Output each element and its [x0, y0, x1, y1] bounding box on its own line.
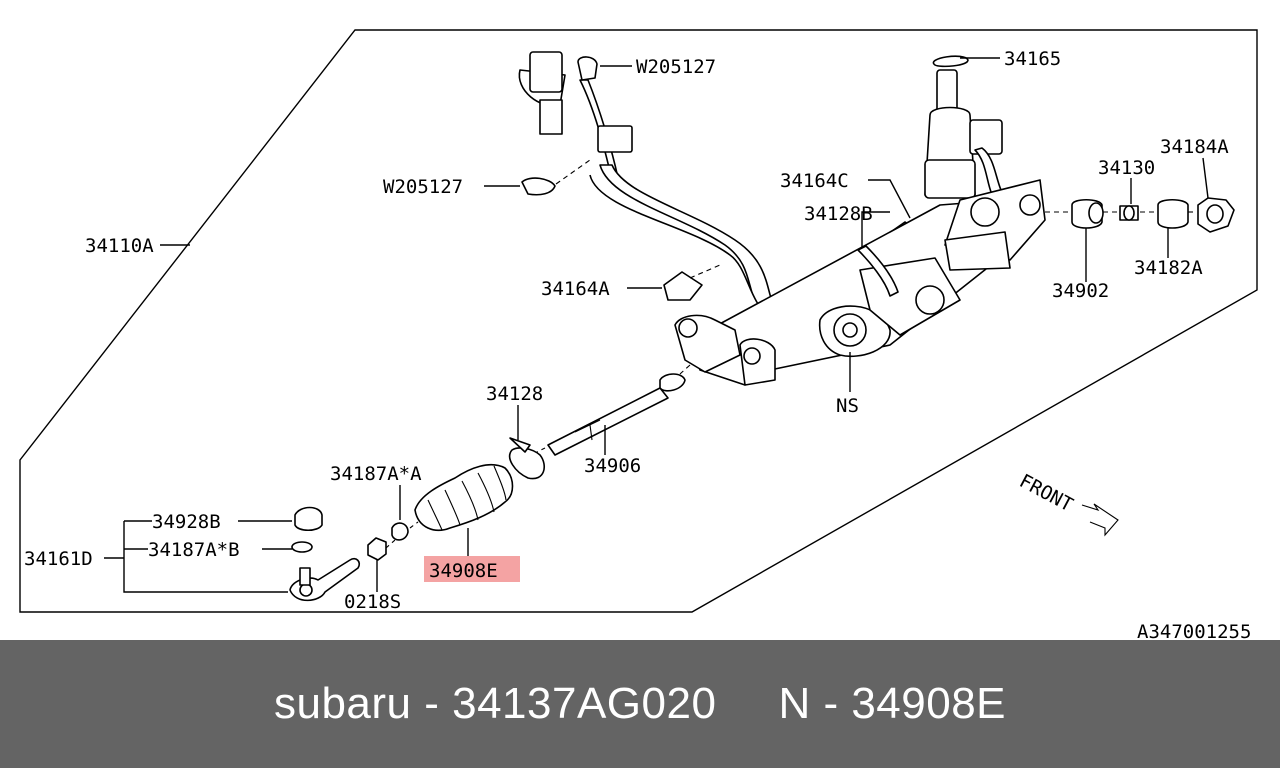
- label-34164A: 34164A: [541, 278, 610, 300]
- label-34928B: 34928B: [152, 511, 221, 533]
- rack-housing: [674, 199, 1011, 386]
- steering-rack-diagram: FRONT 34165 W205127 W205127 34164C 34184…: [19, 29, 1258, 643]
- label-w205127-mid: W205127: [383, 176, 463, 198]
- label-34187A-B: 34187A*B: [148, 539, 240, 561]
- right-small-parts: [1045, 197, 1235, 233]
- pinion-housing: [924, 55, 1046, 271]
- label-34110A: 34110A: [85, 235, 154, 257]
- footer-diagram-reference: N - 34908E: [778, 679, 1007, 728]
- highlight-box: [424, 556, 520, 582]
- label-34182A: 34182A: [1134, 257, 1203, 279]
- label-34906: 34906: [584, 455, 641, 477]
- leader-lines: [104, 57, 1209, 593]
- label-34902: 34902: [1052, 280, 1109, 302]
- clamp-34164A: [663, 271, 703, 301]
- label-ns: NS: [836, 395, 859, 417]
- label-w205127-top: W205127: [636, 56, 716, 78]
- label-34164C: 34164C: [780, 170, 849, 192]
- clips: [521, 56, 598, 196]
- label-34161D: 34161D: [24, 548, 93, 570]
- front-label: FRONT: [1016, 470, 1077, 516]
- footer-part-number: subaru - 34137AG020: [273, 679, 717, 728]
- tie-rod-assembly: [289, 364, 691, 602]
- label-34130: 34130: [1098, 157, 1155, 179]
- diagram-ref-code: A347001255: [1137, 621, 1251, 640]
- footer-bar: subaru - 34137AG020 N - 34908E: [0, 640, 1280, 768]
- label-34165: 34165: [1004, 48, 1061, 70]
- label-0218S: 0218S: [344, 591, 401, 613]
- front-indicator: FRONT: [1016, 470, 1119, 537]
- label-34128: 34128: [486, 383, 543, 405]
- label-34184A: 34184A: [1160, 136, 1229, 158]
- label-34908E: 34908E: [429, 560, 498, 582]
- label-34187A-A: 34187A*A: [330, 463, 422, 485]
- assembly-boundary: [19, 29, 1258, 613]
- part-labels: 34165 W205127 W205127 34164C 34184A 3413…: [24, 48, 1251, 643]
- label-34128B: 34128B: [804, 203, 873, 225]
